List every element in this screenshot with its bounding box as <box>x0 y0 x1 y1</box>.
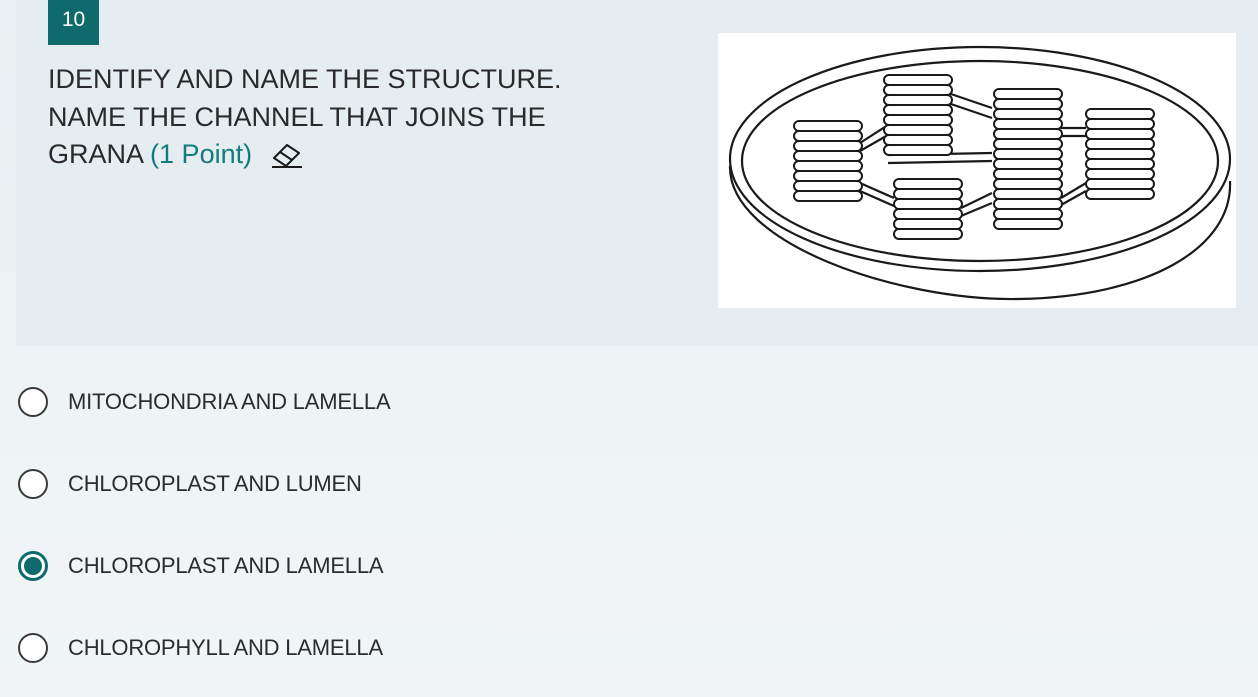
question-points: (1 Point) <box>150 139 253 169</box>
chloroplast-diagram <box>718 33 1236 308</box>
option-chlorophyll-and-lamella[interactable]: CHLOROPHYLL AND LAMELLA <box>18 623 383 673</box>
eraser-icon[interactable] <box>270 139 304 169</box>
question-line-2: NAME THE CHANNEL THAT JOINS THE <box>48 101 546 132</box>
option-chloroplast-and-lumen[interactable]: CHLOROPLAST AND LUMEN <box>18 459 362 509</box>
question-line-3: GRANA (1 Point) <box>48 136 648 174</box>
question-text: IDENTIFY AND NAME THE STRUCTURE. NAME TH… <box>48 61 648 174</box>
option-label: CHLOROPLAST AND LUMEN <box>68 471 362 496</box>
question-line-1: IDENTIFY AND NAME THE STRUCTURE. <box>48 64 562 94</box>
option-mitochondria-and-lamella[interactable]: MITOCHONDRIA AND LAMELLA <box>18 377 391 427</box>
radio-button[interactable] <box>18 387 48 417</box>
option-label: CHLOROPHYLL AND LAMELLA <box>68 635 383 660</box>
radio-button[interactable] <box>18 633 48 663</box>
radio-button-selected[interactable] <box>18 551 48 581</box>
option-label: MITOCHONDRIA AND LAMELLA <box>68 389 391 414</box>
option-chloroplast-and-lamella[interactable]: CHLOROPLAST AND LAMELLA <box>18 541 384 591</box>
option-label: CHLOROPLAST AND LAMELLA <box>68 553 384 578</box>
question-number-badge: 10 <box>48 0 99 45</box>
question-line-3-text: GRANA <box>48 139 143 169</box>
radio-button[interactable] <box>18 469 48 499</box>
chloroplast-illustration <box>728 45 1232 301</box>
grana-stacks <box>793 74 1155 240</box>
